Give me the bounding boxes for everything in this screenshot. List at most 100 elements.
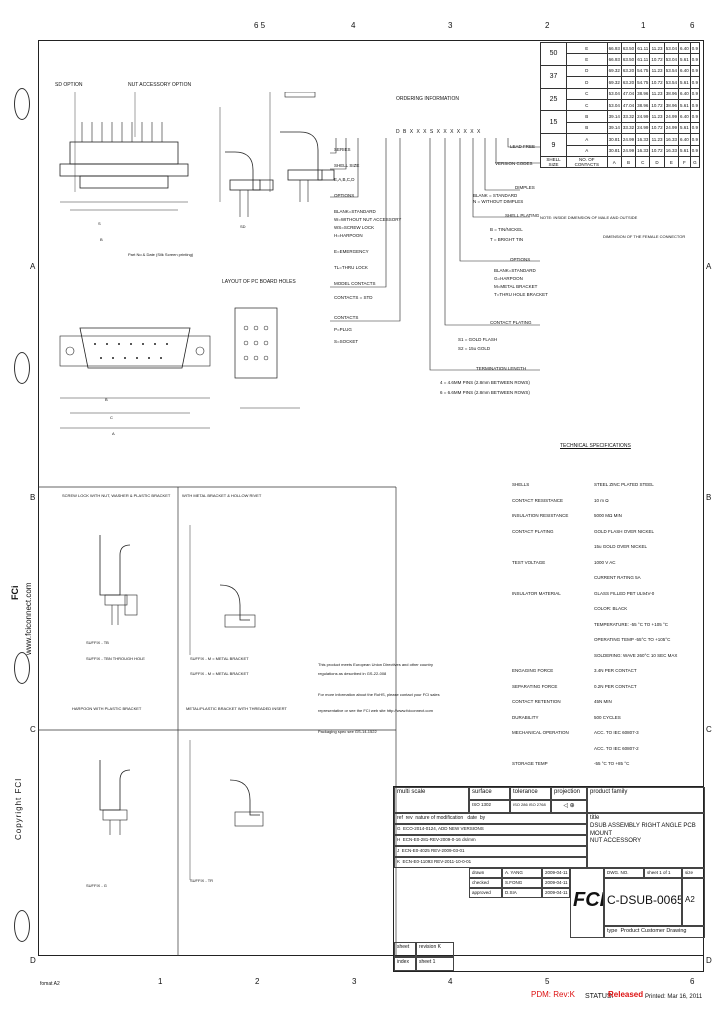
dim-cell: 53.04 [606,87,622,100]
grid-top-4: 4 [351,21,356,30]
grid-right-b: B [706,493,712,502]
spec-row: OPERATING TEMP -55°C TO +105°C [512,637,702,645]
ord-dimples-0: BLANK = STANDARD [473,193,518,198]
ord-dimples-1: N = WITHOUT DIMPLES [473,199,524,204]
dim-s: S [98,221,101,226]
metal-bracket-title: WITH METAL BRACKET & HOLLOW RIVET [182,493,262,498]
dim-shell-size: A [565,133,608,146]
spec-value: 5000 MΩ MIN [594,513,622,518]
ord-opt-3: H=HARPOON [334,233,363,238]
ord-contacts-std: CONTACTS = STD [334,295,373,300]
ord-options2: OPTIONS [510,257,531,262]
ord-contacts-p: P=PLUG [334,327,352,332]
dim-header-cell: NO. OF CONTACTS [565,155,608,169]
dim-shell-size: A [565,144,608,157]
punch-hole-3 [14,652,30,684]
tb-multi-scale: multi scale [394,787,469,813]
dim-contacts: 15 [540,110,567,135]
spec-row: TEMPERATURE: -55 °C TO +105 °C [512,622,702,630]
dim-contacts: 25 [540,87,567,112]
grid-left-d: D [30,956,36,965]
dim-cell: 5.61 [677,53,691,66]
tb-type: type Product Customer Drawing [604,926,705,938]
grid-bottom-1: 1 [158,977,163,986]
dim-cell: 54.75 [635,64,651,78]
dim-cell: 53.04 [663,41,679,55]
dim-cell: 38.96 [663,98,679,112]
spec-key: ENGAGING FORCE [512,668,554,673]
dim-cell: 53.54 [663,76,679,89]
spec-value: ACC. TO IEC 60807-3 [594,730,639,735]
dim-cell: 63.20 [620,76,637,89]
tb-title: title DSUB ASSEMBLY RIGHT ANGLE PCB MOUN… [587,813,705,868]
dim-cell: 61.11 [635,53,651,66]
tb-size-label: size [682,868,705,878]
dim-header-cell: D [649,155,665,169]
rohs-5: Packaging spec see GS-14-1522 [318,729,377,734]
dim-shell-size: C [565,98,608,112]
spec-value: -55 °C TO +85 °C [594,761,630,766]
dim-cell: 5.61 [677,98,691,112]
harpoon-views [99,740,264,880]
ord-opt-4: E=EMERGENCY [334,249,369,254]
spec-value: 0.2N PER CONTACT [594,683,637,689]
ord-series: SERIES [334,147,351,152]
ord-lead-free: LEAD FREE [510,144,536,149]
spec-value: 500 CYCLES [594,714,621,720]
dim-cell: 10.72 [649,53,665,66]
spec-row: STORAGE TEMP-55 °C TO +85 °C [512,761,702,769]
dim-cell: 16.33 [635,133,651,146]
suffix-tbn: SUFFIX - TBN THROUGH HOLE [86,656,145,661]
dim-cell: 30.81 [606,133,622,146]
screwlock-title: SCREW LOCK WITH NUT, WASHER & PLASTIC BR… [62,493,171,498]
ord-model-contacts: MODEL CONTACTS [334,281,376,286]
dim-cell: 10.72 [649,76,665,89]
grid-right-a: A [706,262,712,271]
dim-shell-size: D [565,64,608,78]
dim-cell: 0.9 [689,110,701,123]
ord-shell-size: SHELL SIZE [334,163,360,168]
rev-row-j: J ECN-E0-4025 REV-2009-03-01 [394,846,587,857]
ord-options: OPTIONS [334,193,355,198]
drawing-frame [38,40,704,956]
tb-checked-by: S.FONG [502,878,542,888]
dim-cell: 24.99 [635,110,651,123]
spec-value: 3.4N PER CONTACT [594,668,637,673]
dim-cell: 6.40 [677,133,691,146]
dim-cell: 24.99 [663,121,679,135]
spec-title: TECHNICAL SPECIFICATIONS [560,443,631,449]
grid-right-c: C [706,725,712,734]
ord-o2-3: T=THRU HOLE BRACKET [494,292,548,297]
spec-value: CURRENT RATING 5A [594,575,641,580]
spec-key: INSULATOR MATERIAL [512,590,561,596]
dim-cell: 39.14 [606,121,622,135]
tb-tol-std: ISO 286 ISO 2768 [510,800,551,813]
dim-cell: 6.40 [677,64,691,78]
dim-cell: 38.96 [635,98,651,112]
rohs-1: This product meets European Union Direct… [318,662,433,667]
spec-value: ACC. TO IEC 60807-2 [594,745,639,751]
dim-shell-size: C [565,87,608,100]
ord-contacts-s: S=SOCKET [334,339,359,344]
dim-cell: 5.61 [677,144,691,157]
spec-value: 45N MIN [594,699,612,704]
spec-value: 10 m Ω [594,497,609,503]
metal-plastic-title: METAL/PLASTIC BRACKET WITH THREADED INSE… [186,706,287,711]
ord-dimples: DIMPLES [515,185,535,190]
dim-cell: 11.23 [649,87,665,100]
rohs-4: representative or see the FCI web site h… [318,708,433,713]
ord-o2-1: G=HARPOON [494,276,523,281]
drawing-number: C-DSUB-0065 [604,878,682,926]
ordering-leader-lines [330,138,540,371]
